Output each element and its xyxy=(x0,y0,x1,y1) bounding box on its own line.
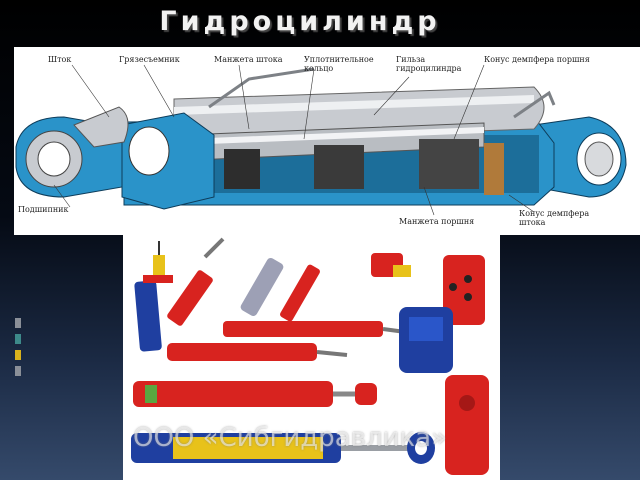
product-grey-cylinder xyxy=(240,257,284,317)
label-konus-shtoka: Конус демпфера штока xyxy=(519,209,590,227)
callout-leader-lines xyxy=(53,64,535,216)
label-podshipnik: Подшипник xyxy=(18,205,69,214)
product-drawing xyxy=(131,237,489,475)
product-blue-motor xyxy=(399,307,453,373)
accent-square-grey xyxy=(15,318,21,328)
cutaway-drawing xyxy=(15,64,627,216)
product-red-cylinder-2 xyxy=(280,264,320,322)
accent-square-yellow xyxy=(15,350,21,360)
rear-mounting-eye xyxy=(533,116,627,198)
product-red-orbital-motor xyxy=(445,375,489,475)
product-large-red-cylinder xyxy=(133,381,377,407)
hydraulic-pipes xyxy=(208,67,556,119)
product-blue-master-cylinder xyxy=(134,241,173,352)
accent-square-teal xyxy=(15,334,21,344)
product-long-red-cylinder xyxy=(223,321,414,337)
product-red-cylinder-1 xyxy=(167,237,225,326)
product-steering-unit xyxy=(443,255,485,325)
product-photo-collage: ООО «Сибгидравлика» xyxy=(123,235,500,480)
slide-accent-bar xyxy=(15,318,21,382)
company-watermark: ООО «Сибгидравлика» xyxy=(133,423,448,453)
label-konus-porshnya: Конус демпфера поршня xyxy=(484,55,590,64)
product-medium-red-cylinder xyxy=(167,343,348,361)
slide-title: Гидроцилиндр xyxy=(159,6,441,37)
front-gland xyxy=(121,112,215,210)
label-manzheta-porshnya: Манжета поршня xyxy=(399,217,475,226)
hydraulic-cylinder-cutaway-diagram: Шток Грязесъемник Манжета штока Уплотнит… xyxy=(14,47,640,235)
label-gryazesemnik: Грязесъемник xyxy=(119,55,180,64)
accent-square-grey-2 xyxy=(15,366,21,376)
seal-pack xyxy=(224,139,504,195)
rod-eye-bearing xyxy=(15,106,129,198)
label-uplotnitelnoe-koltso: Уплотнительное кольцо xyxy=(304,55,374,73)
label-shtok: Шток xyxy=(48,55,72,64)
product-blue-cutaway-cylinder xyxy=(131,432,435,464)
label-gilza: Гильза гидроцилиндра xyxy=(396,55,462,73)
label-manzheta-shtoka: Манжета штока xyxy=(214,55,283,64)
product-red-valve xyxy=(371,253,411,277)
